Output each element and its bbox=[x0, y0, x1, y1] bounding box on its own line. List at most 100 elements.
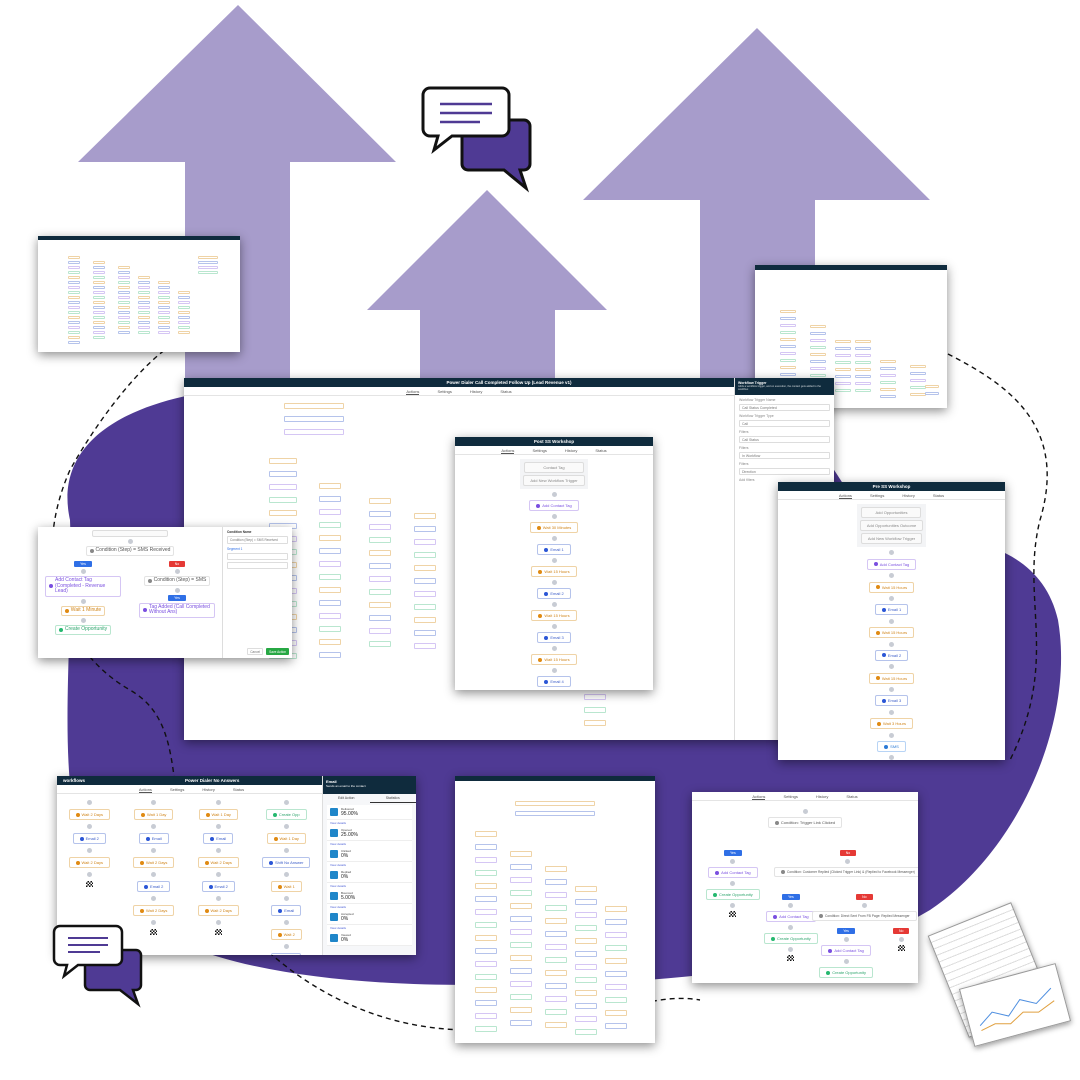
view-details-link[interactable]: View details bbox=[330, 863, 346, 867]
view-details-link[interactable]: View details bbox=[330, 926, 346, 930]
tab-actions[interactable]: Actions bbox=[752, 794, 766, 800]
email-node[interactable]: Email bbox=[271, 905, 302, 916]
add-tag-node[interactable]: Add Contact Tag bbox=[821, 945, 871, 956]
add-step-icon[interactable] bbox=[551, 602, 557, 607]
tab-settings[interactable]: Settings bbox=[437, 389, 452, 394]
field-input[interactable]: In Workflow bbox=[739, 452, 830, 459]
add-step-icon[interactable] bbox=[889, 732, 894, 738]
add-tag-node[interactable]: Add Contact Tag bbox=[708, 867, 758, 878]
add-step-icon[interactable] bbox=[283, 800, 289, 805]
add-step-icon[interactable] bbox=[551, 624, 557, 629]
field-input[interactable]: Call Status Completed bbox=[739, 404, 830, 411]
wait-node[interactable]: Wait 15 Hours bbox=[531, 610, 577, 621]
tab-statistics[interactable]: Statistics bbox=[369, 794, 416, 803]
condition-name-input[interactable]: Condition (Step) = SMS Received bbox=[227, 536, 288, 544]
condition-node-3[interactable]: Condition: Direct Sent From FB Page: Rep… bbox=[812, 911, 917, 921]
tag-node[interactable]: Add Contact Tag bbox=[866, 558, 917, 570]
add-step-icon[interactable] bbox=[889, 687, 894, 693]
add-step-icon[interactable] bbox=[889, 664, 894, 670]
trigger-box[interactable]: Add Opportunities Outcome bbox=[859, 520, 924, 531]
wait-node[interactable]: Wait 1 Day bbox=[134, 809, 174, 820]
tab-settings[interactable]: Settings bbox=[783, 794, 798, 799]
add-step-icon[interactable] bbox=[283, 944, 289, 949]
add-step-icon[interactable] bbox=[215, 920, 221, 925]
wait-node[interactable]: Wait 15 Hours bbox=[868, 627, 915, 639]
email-node[interactable]: Email bbox=[271, 953, 302, 955]
tab-status[interactable]: Status bbox=[232, 787, 245, 792]
opportunity-node[interactable]: Create Opportunity bbox=[54, 624, 112, 635]
tab-actions[interactable]: Actions bbox=[138, 787, 152, 793]
tab-history[interactable]: History bbox=[902, 493, 915, 498]
condition-node-2[interactable]: Condition (Step) = SMS bbox=[143, 575, 211, 586]
email-node[interactable]: Email 2 bbox=[874, 649, 909, 661]
wait-node[interactable]: Wait 1 bbox=[270, 881, 302, 892]
condition-node[interactable]: Condition (Step) = SMS Received bbox=[85, 546, 175, 556]
tab-actions[interactable]: Actions bbox=[501, 448, 515, 454]
add-tag-node[interactable]: Add Contact Tag bbox=[766, 911, 816, 922]
back-link[interactable]: workflows bbox=[63, 778, 86, 783]
field-input[interactable]: Direction bbox=[739, 468, 830, 475]
add-step-icon[interactable] bbox=[889, 550, 894, 556]
tab-edit-action[interactable]: Edit Action bbox=[337, 796, 355, 800]
add-step-icon[interactable] bbox=[889, 618, 894, 624]
email-node[interactable]: Shift No Answer bbox=[261, 857, 311, 868]
wait-node[interactable]: Wait 2 Days bbox=[68, 857, 110, 868]
add-step-icon[interactable] bbox=[889, 573, 894, 579]
add-step-icon[interactable] bbox=[551, 492, 557, 497]
tab-history[interactable]: History bbox=[202, 787, 215, 792]
wait-node[interactable]: Wait 15 Hours bbox=[868, 581, 915, 593]
wait-node[interactable]: Wait 1 Minute bbox=[60, 606, 106, 616]
trigger-box[interactable]: Add New Workflow Trigger bbox=[523, 475, 585, 486]
email-node[interactable]: Email bbox=[138, 833, 169, 844]
email-node[interactable]: Email 3 bbox=[537, 632, 571, 643]
field-input[interactable]: Call Status bbox=[739, 436, 830, 443]
tab-status[interactable]: Status bbox=[846, 794, 858, 799]
add-step-icon[interactable] bbox=[551, 646, 557, 651]
email-node[interactable]: Email 4 bbox=[537, 676, 571, 687]
wait-node[interactable]: Wait 3 Hours bbox=[870, 718, 913, 730]
add-step-icon[interactable] bbox=[86, 800, 92, 805]
tab-actions[interactable]: Actions bbox=[406, 389, 420, 395]
wait-node[interactable]: Wait 2 Days bbox=[197, 905, 239, 916]
sms-node[interactable]: SMS bbox=[877, 741, 906, 753]
add-step-icon[interactable] bbox=[889, 641, 894, 647]
wait-node[interactable]: Wait 15 Hours bbox=[531, 654, 577, 665]
trigger-box[interactable]: Contact Tag bbox=[524, 462, 584, 473]
email-node[interactable]: Email 2 bbox=[137, 881, 171, 892]
condition-node-2[interactable]: Condition: Customer Replied (Clicked Tri… bbox=[774, 867, 918, 877]
add-step-icon[interactable] bbox=[215, 896, 221, 901]
email-node[interactable]: Email 2 bbox=[72, 833, 106, 844]
add-step-icon[interactable] bbox=[151, 896, 157, 901]
add-step-icon[interactable] bbox=[215, 872, 221, 877]
wait-node[interactable]: Wait 2 Days bbox=[68, 809, 110, 820]
wait-node[interactable]: Wait 30 Minutes bbox=[529, 522, 579, 533]
save-action-button[interactable]: Save Action bbox=[266, 648, 289, 655]
wait-node[interactable]: Wait 2 bbox=[270, 929, 302, 940]
tab-history[interactable]: History bbox=[564, 448, 578, 453]
wait-node[interactable]: Wait 2 Days bbox=[133, 905, 175, 916]
add-step-icon[interactable] bbox=[151, 920, 157, 925]
tag-node[interactable]: Add Contact Tag bbox=[529, 500, 579, 511]
opportunity-node[interactable]: Create Opportunity bbox=[706, 889, 760, 900]
trigger-box[interactable]: Add Opportunities bbox=[861, 507, 922, 518]
trigger-box[interactable] bbox=[92, 530, 168, 537]
view-details-link[interactable]: View details bbox=[330, 884, 346, 888]
wait-node[interactable]: Wait 1 Day bbox=[198, 809, 238, 820]
tag-node[interactable]: Tag Added (Call Completed Without Ans) bbox=[139, 602, 215, 618]
tab-settings[interactable]: Settings bbox=[169, 787, 185, 792]
email-node[interactable]: Email 1 bbox=[537, 544, 571, 555]
add-step-icon[interactable] bbox=[86, 872, 92, 877]
wait-node[interactable]: Wait 2 Days bbox=[133, 857, 175, 868]
add-step-icon[interactable] bbox=[889, 595, 894, 601]
add-step-icon[interactable] bbox=[86, 848, 92, 853]
add-step-icon[interactable] bbox=[151, 872, 157, 877]
add-step-icon[interactable] bbox=[889, 709, 894, 715]
email-node[interactable]: Email bbox=[203, 833, 234, 844]
field-input[interactable]: Call bbox=[739, 420, 830, 427]
wait-node[interactable]: Wait 15 Hours bbox=[531, 566, 577, 577]
add-step-icon[interactable] bbox=[551, 514, 557, 519]
add-step-icon[interactable] bbox=[215, 824, 221, 829]
tab-actions[interactable]: Actions bbox=[838, 493, 852, 499]
condition-node[interactable]: Condition: Trigger Link Clicked bbox=[767, 817, 843, 828]
trigger-box[interactable]: Add New Workflow Trigger bbox=[860, 533, 923, 544]
